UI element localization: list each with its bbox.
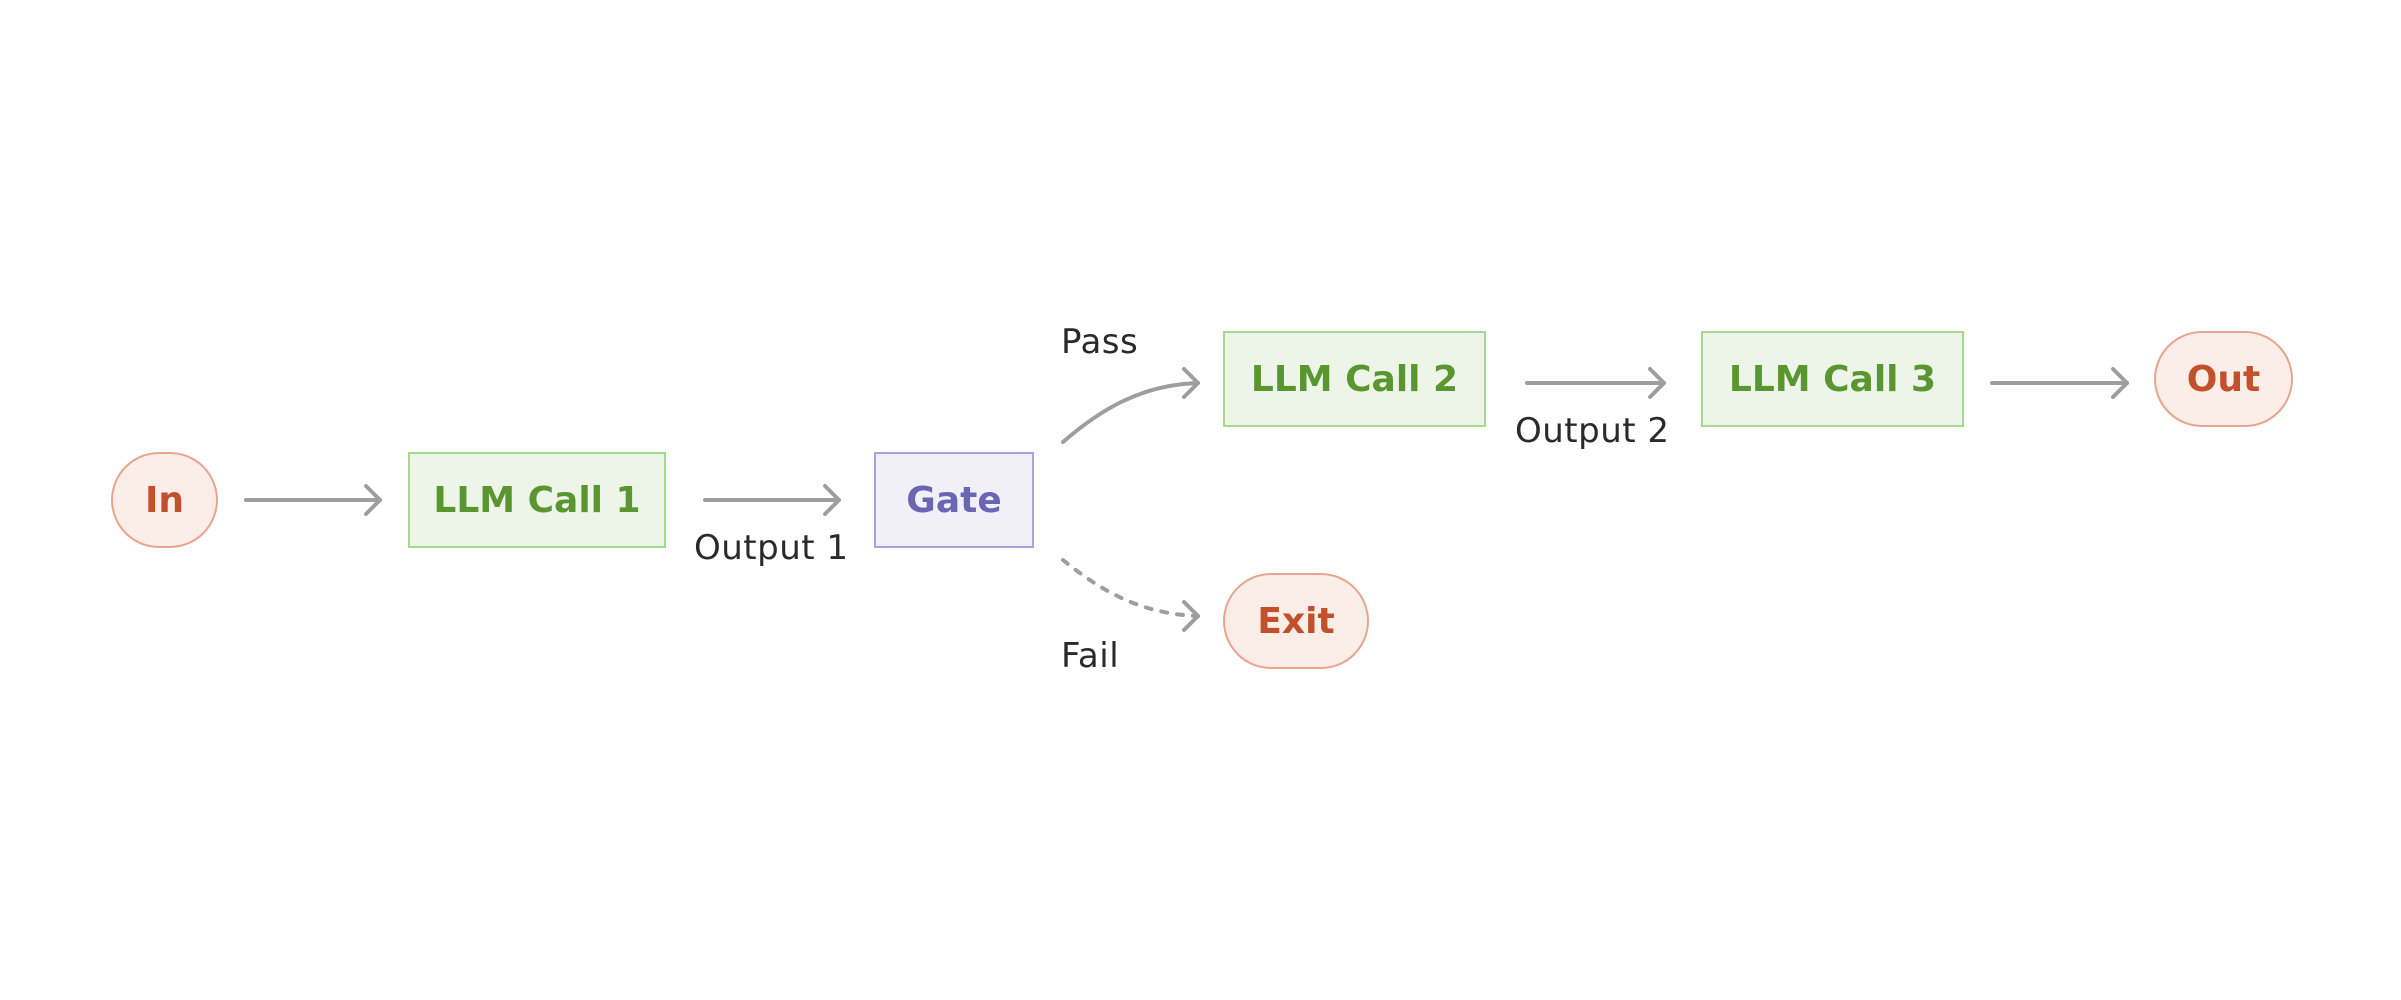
arrow-llm-call-2-to-llm-call-3 bbox=[1525, 367, 1666, 399]
output-node: Out bbox=[2154, 331, 2293, 427]
llm-call-1-node: LLM Call 1 bbox=[408, 452, 666, 548]
edge-label-pass: Pass bbox=[1061, 322, 1139, 362]
edge-label-output-1: Output 1 bbox=[694, 528, 849, 568]
arrow-llm-call-3-to-out bbox=[1990, 367, 2129, 399]
llm-call-2-node: LLM Call 2 bbox=[1223, 331, 1486, 427]
edge-label-output-2: Output 2 bbox=[1515, 411, 1670, 451]
arrow-gate-to-llm-call-2 bbox=[1061, 367, 1200, 444]
arrow-llm-call-1-to-gate bbox=[703, 484, 841, 516]
llm-call-3-node: LLM Call 3 bbox=[1701, 331, 1964, 427]
edge-label-fail: Fail bbox=[1061, 636, 1120, 676]
arrow-gate-to-exit bbox=[1061, 558, 1200, 632]
arrow-in-to-llm-call-1 bbox=[244, 484, 382, 516]
gate-node: Gate bbox=[874, 452, 1034, 548]
exit-node: Exit bbox=[1223, 573, 1369, 669]
input-node: In bbox=[111, 452, 218, 548]
